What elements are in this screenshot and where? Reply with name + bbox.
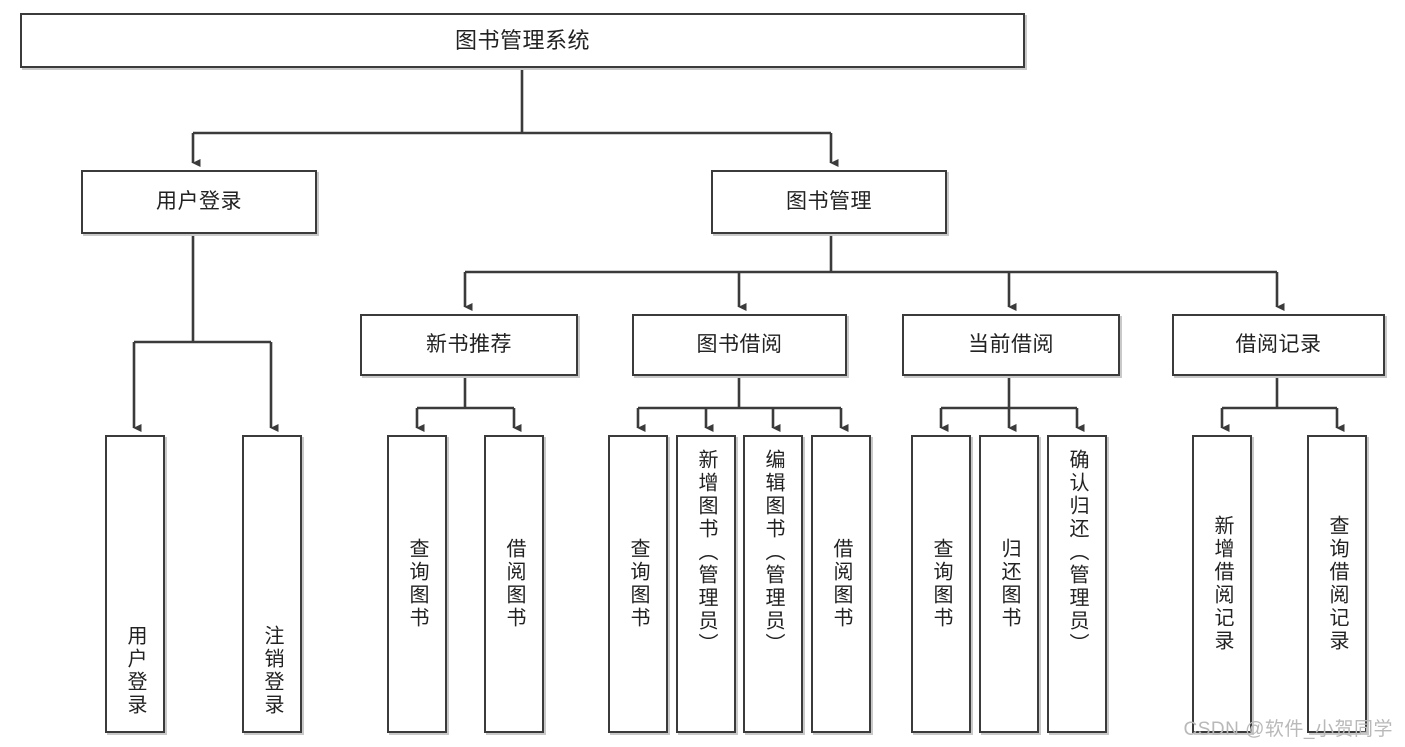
node-label: 新增借阅记录 (1211, 515, 1233, 653)
leaf-node-add-book-admin[interactable]: 新增图书（管理员） (676, 435, 736, 733)
node-book-borrowing[interactable]: 图书借阅 (632, 314, 847, 376)
node-label: 查询借阅记录 (1326, 515, 1348, 653)
node-label: 新增图书（管理员） (695, 449, 717, 656)
leaf-node-query-borrowing-record[interactable]: 查询借阅记录 (1307, 435, 1367, 733)
node-user-login[interactable]: 用户登录 (81, 170, 317, 234)
node-label: 查询图书 (406, 538, 428, 630)
leaf-node-add-borrowing-record[interactable]: 新增借阅记录 (1192, 435, 1252, 733)
csdn-watermark: CSDN @软件_小贺同学 (1183, 719, 1393, 740)
leaf-node-edit-book-admin[interactable]: 编辑图书（管理员） (743, 435, 803, 733)
node-label: 确认归还（管理员） (1066, 449, 1088, 656)
node-new-book-recommendation[interactable]: 新书推荐 (360, 314, 578, 376)
node-label: 当前借阅 (968, 332, 1054, 356)
leaf-node-confirm-return-admin[interactable]: 确认归还（管理员） (1047, 435, 1107, 733)
node-borrowing-records[interactable]: 借阅记录 (1172, 314, 1385, 376)
node-label: 注销登录 (261, 625, 283, 717)
node-label: 图书管理 (786, 189, 872, 213)
leaf-node-borrow-book-borrow[interactable]: 借阅图书 (811, 435, 871, 733)
node-label: 归还图书 (998, 538, 1020, 630)
node-label: 借阅图书 (503, 538, 525, 630)
node-label: 新书推荐 (426, 332, 512, 356)
leaf-node-borrow-book-newbook[interactable]: 借阅图书 (484, 435, 544, 733)
node-label: 借阅图书 (830, 538, 852, 630)
node-book-management[interactable]: 图书管理 (711, 170, 947, 234)
leaf-node-query-book-newbook[interactable]: 查询图书 (387, 435, 447, 733)
leaf-node-return-book[interactable]: 归还图书 (979, 435, 1039, 733)
leaf-node-user-logout[interactable]: 注销登录 (242, 435, 302, 733)
node-label: 用户登录 (124, 625, 146, 717)
node-label: 用户登录 (156, 189, 242, 213)
leaf-node-query-book-borrow[interactable]: 查询图书 (608, 435, 668, 733)
leaf-node-query-book-current[interactable]: 查询图书 (911, 435, 971, 733)
leaf-node-user-login[interactable]: 用户登录 (105, 435, 165, 733)
node-label: 图书管理系统 (454, 27, 590, 53)
node-label: 查询图书 (930, 538, 952, 630)
node-label: 查询图书 (627, 538, 649, 630)
node-label: 借阅记录 (1235, 332, 1322, 356)
node-current-borrowing[interactable]: 当前借阅 (902, 314, 1120, 376)
node-label: 编辑图书（管理员） (762, 449, 784, 656)
node-root-book-management-system[interactable]: 图书管理系统 (20, 13, 1025, 68)
node-label: 图书借阅 (696, 332, 783, 356)
